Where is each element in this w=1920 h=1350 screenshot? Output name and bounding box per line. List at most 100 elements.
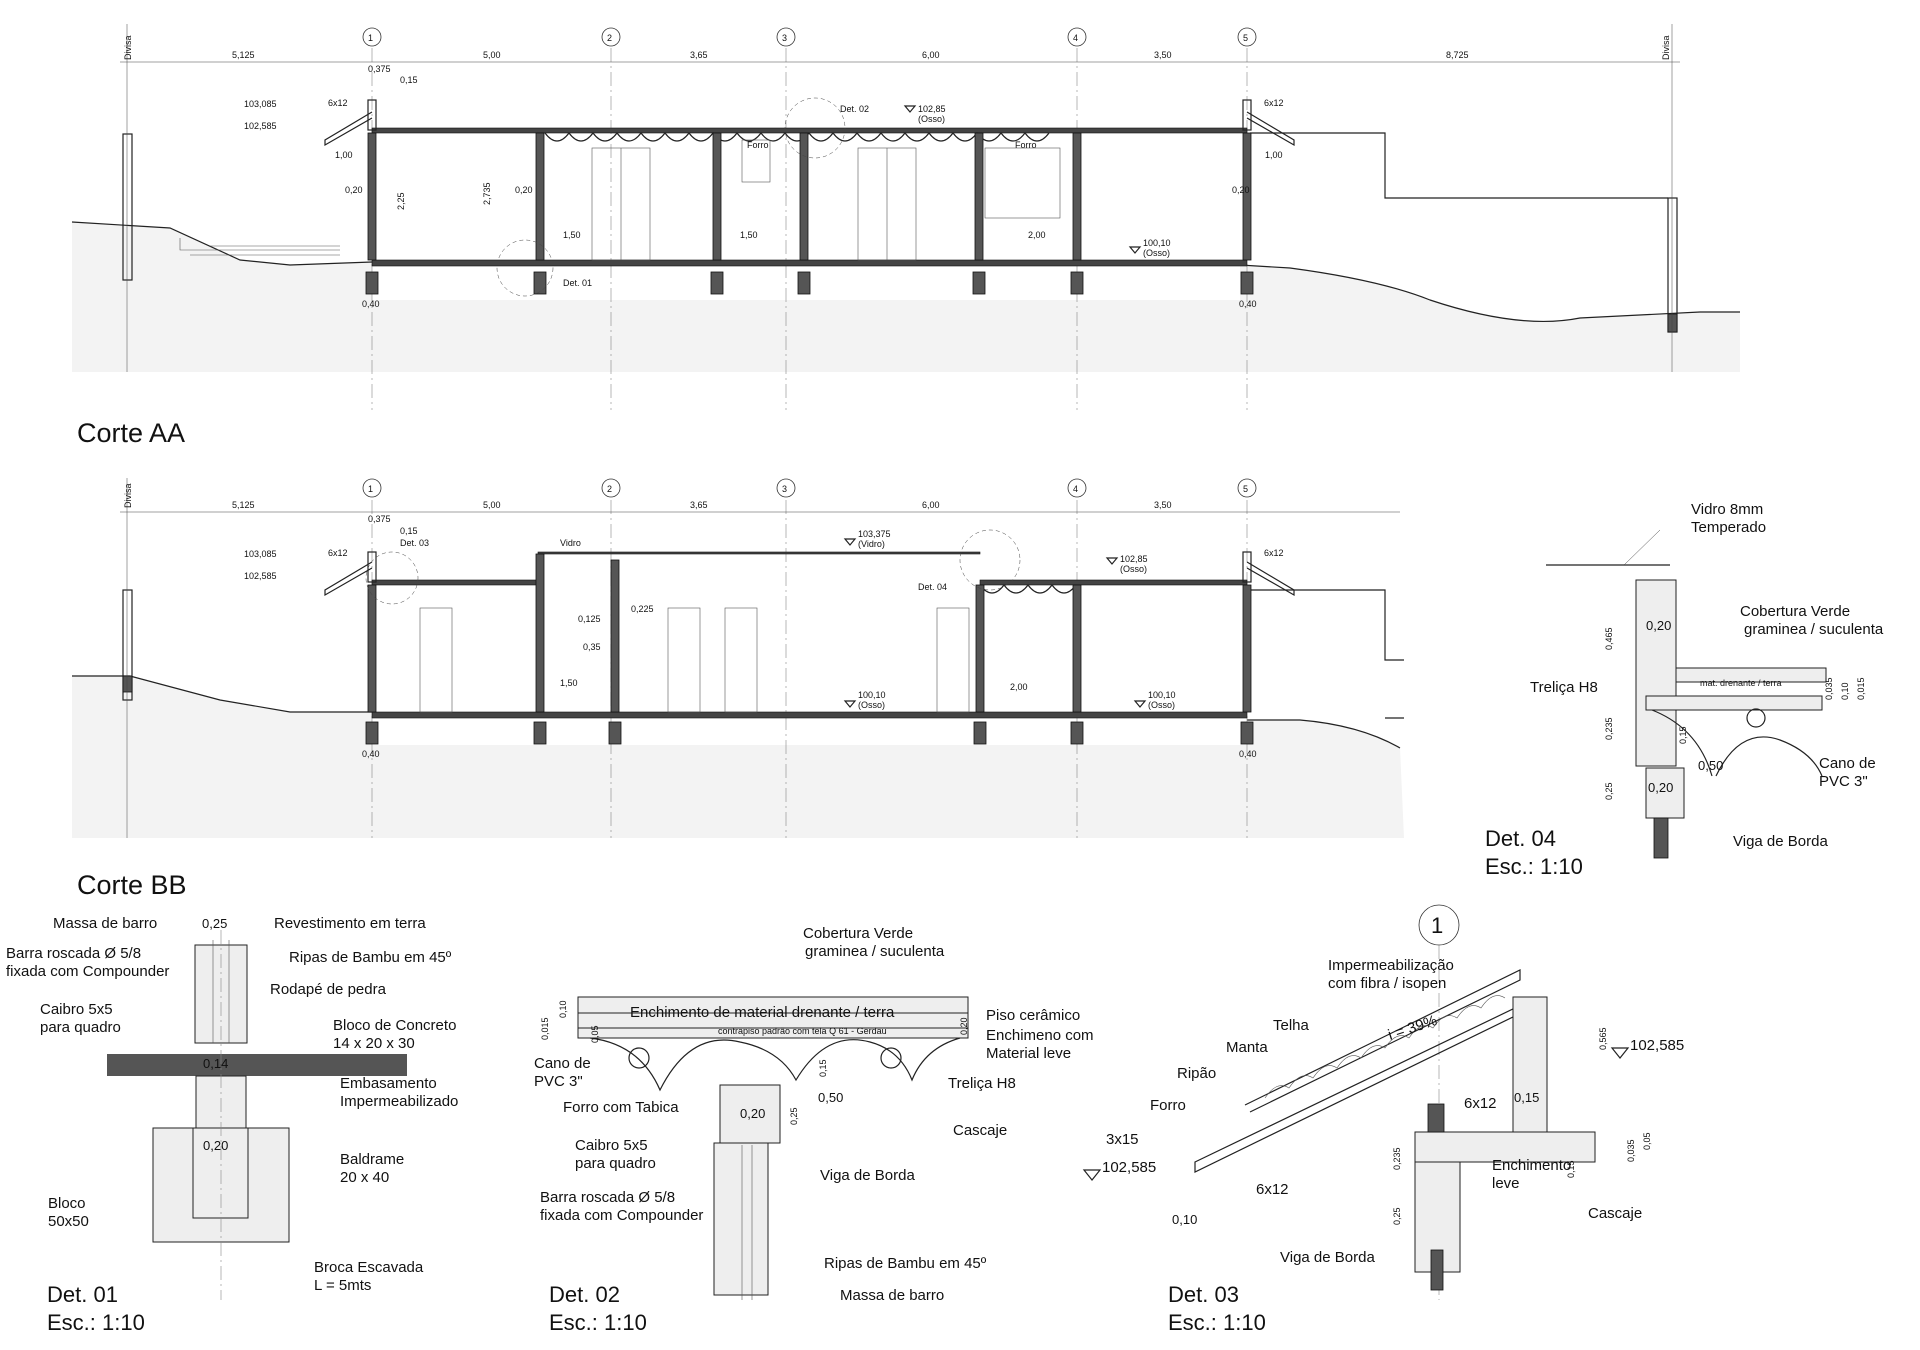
- level-floor: 100,10: [858, 690, 886, 700]
- section-title-aa: Corte AA: [77, 418, 185, 448]
- level-marker: [1105, 557, 1119, 565]
- divisa-wall-left: [122, 589, 133, 701]
- column: [1072, 132, 1082, 261]
- column: [1242, 132, 1252, 261]
- level-floor-note: (Osso): [1143, 248, 1170, 258]
- det02-cobertura-2: graminea / suculenta: [805, 943, 945, 960]
- level-eave-top: 103,085: [244, 549, 277, 559]
- footings: [365, 721, 1254, 745]
- terrain-line: [72, 675, 1401, 749]
- det02-barra-1: Barra roscada Ø 5/8: [540, 1189, 675, 1206]
- grid-label-3: 3: [782, 33, 787, 43]
- neighbor-profile: [1250, 589, 1404, 719]
- grid-label-2: 2: [607, 33, 612, 43]
- det02-piso: Piso cerâmico: [986, 1007, 1080, 1024]
- det01-title: Det. 01: [47, 1282, 118, 1307]
- edge-beam: [1645, 767, 1685, 819]
- grid-bubble-1: [362, 478, 382, 498]
- det02-ench-2: Material leve: [986, 1045, 1071, 1062]
- det02-viga: Viga de Borda: [820, 1167, 915, 1184]
- det02-dim: 0,05: [590, 1025, 600, 1043]
- dim-label: 2,735: [482, 182, 492, 205]
- grid-bubble-5: [1237, 27, 1257, 47]
- level-marker: [903, 105, 917, 113]
- detail-callout-02: [784, 97, 846, 159]
- level-roof-note: (Osso): [1120, 564, 1147, 574]
- level-eave: 102,585: [244, 571, 277, 581]
- det04-dim: 0,235: [1604, 717, 1614, 740]
- det04-dim: 0,15: [1678, 726, 1688, 744]
- det01-rodape: Rodapé de pedra: [270, 981, 387, 998]
- level-marker: [1133, 700, 1147, 708]
- span-label: 6,00: [922, 500, 940, 510]
- det03-scale: Esc.: 1:10: [1168, 1310, 1266, 1335]
- forro-label: Forro: [747, 140, 769, 150]
- det03-3x15: 3x15: [1106, 1131, 1139, 1148]
- det01-dim: 0,14: [203, 1056, 228, 1071]
- parapet-right: [1242, 551, 1252, 583]
- det03-dim: 0,035: [1626, 1139, 1636, 1162]
- grid-label-5: 5: [1243, 484, 1248, 494]
- span-label: 3,65: [690, 50, 708, 60]
- dim-label: 0,40: [362, 299, 380, 309]
- grid-bubble-3: [776, 27, 796, 47]
- grid-label-5: 5: [1243, 33, 1248, 43]
- divisa-footing-left: [122, 675, 133, 693]
- det02-cano-2: PVC 3": [534, 1073, 583, 1090]
- dim-label: 0,20: [1232, 185, 1250, 195]
- det03-forro: Forro: [1150, 1097, 1186, 1114]
- det02-barra-2: fixada com Compounder: [540, 1207, 703, 1224]
- grid-bubble-2: [601, 27, 621, 47]
- det03-imp-1: Impermeabilização: [1328, 957, 1454, 974]
- det01-bloco-2: 50x50: [48, 1213, 89, 1230]
- det04-dim: 0,10: [1840, 682, 1850, 700]
- det01-blococonc-2: 14 x 20 x 30: [333, 1035, 415, 1052]
- vault-arches: [589, 1037, 961, 1092]
- span-label: 6,00: [922, 50, 940, 60]
- det04-dim: 0,465: [1604, 627, 1614, 650]
- det03-telha: Telha: [1273, 1017, 1310, 1034]
- columns: [367, 553, 1252, 713]
- neighbor-profile: [1250, 132, 1668, 199]
- det03-ench-1: Enchimento: [1492, 1157, 1571, 1174]
- grid-label-4: 4: [1073, 33, 1078, 43]
- span-label: 3,50: [1154, 50, 1172, 60]
- det02-dim: 0,10: [558, 1000, 568, 1018]
- divisa-label-left: Divisa: [123, 35, 133, 60]
- grid-label-2: 2: [607, 484, 612, 494]
- dim-label: 0,15: [400, 75, 418, 85]
- dim-label: 2,00: [1028, 230, 1046, 240]
- parapet-left: [367, 551, 377, 583]
- level-roof: 102,85: [1120, 554, 1148, 564]
- grid-bubble-2: [601, 478, 621, 498]
- dim-label: 1,50: [560, 678, 578, 688]
- pvc-pipe: [628, 1047, 650, 1069]
- det02-caibro-2: para quadro: [575, 1155, 656, 1172]
- column: [799, 132, 809, 261]
- support-post: [1430, 1249, 1444, 1291]
- detail-callout-03: [365, 551, 419, 605]
- span-label: 3,65: [690, 500, 708, 510]
- roof-slab: [371, 127, 1248, 134]
- det02-contrapiso: contrapiso padrão com tela Q 61 - Gerdau: [718, 1026, 887, 1036]
- det03-imp-2: com fibra / isopen: [1328, 975, 1446, 992]
- terrain-line: [71, 221, 1740, 323]
- det03-grid-label: 1: [1431, 913, 1443, 938]
- vidro-label: Vidro: [560, 538, 581, 548]
- det01-massa: Massa de barro: [53, 915, 157, 932]
- floor-slab: [371, 711, 1248, 719]
- light-fill: [577, 1027, 969, 1039]
- det01-broca-1: Broca Escavada: [314, 1259, 424, 1276]
- det04-dim: 0,20: [1648, 780, 1673, 795]
- leader: [1623, 529, 1661, 566]
- det02-dim: 0,15: [818, 1059, 828, 1077]
- det01-emb-2: Impermeabilizado: [340, 1093, 458, 1110]
- det01-barra-2: fixada com Compounder: [6, 963, 169, 980]
- det04-viga: Viga de Borda: [1733, 833, 1828, 850]
- det04-dim: 0,035: [1824, 677, 1834, 700]
- det04-vidro-2: Temperado: [1691, 519, 1766, 536]
- forro-label: Forro: [1015, 140, 1037, 150]
- det02-cobertura-1: Cobertura Verde: [803, 925, 913, 942]
- det04-mat: mat. drenante / terra: [1700, 678, 1782, 688]
